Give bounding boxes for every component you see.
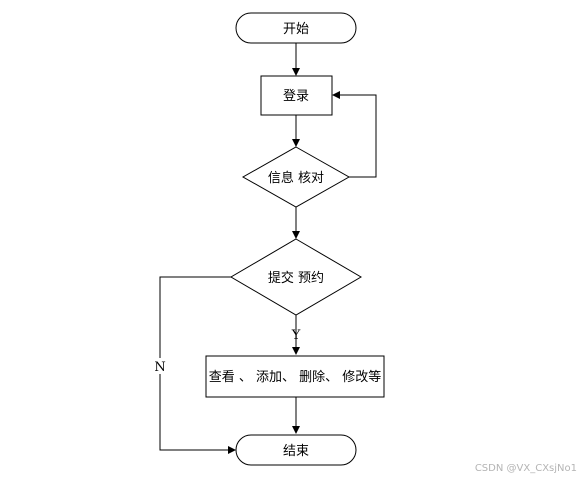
no-label-background [153, 358, 167, 374]
login-label: 登录 [283, 89, 309, 104]
watermark-text: CSDN @VX_CXsjNo1 [475, 463, 577, 474]
verify-node: 信息 核对 [241, 146, 351, 208]
verify-label: 信息 核对 [268, 170, 324, 186]
end-label: 结束 [283, 444, 309, 459]
start-node: 开始 [235, 12, 357, 44]
manage-label: 查看 、 添加、 删除、 修改等 [209, 369, 382, 385]
submit-node: 提交 预约 [230, 238, 362, 316]
login-node: 登录 [260, 75, 333, 116]
manage-node: 查看 、 添加、 删除、 修改等 [205, 355, 385, 398]
no-label: N [154, 360, 165, 375]
submit-label: 提交 预约 [268, 270, 324, 286]
edge-verify-login-loop [332, 91, 377, 178]
end-node: 结束 [235, 434, 357, 466]
start-label: 开始 [283, 22, 309, 37]
yes-label: Y [291, 328, 301, 343]
